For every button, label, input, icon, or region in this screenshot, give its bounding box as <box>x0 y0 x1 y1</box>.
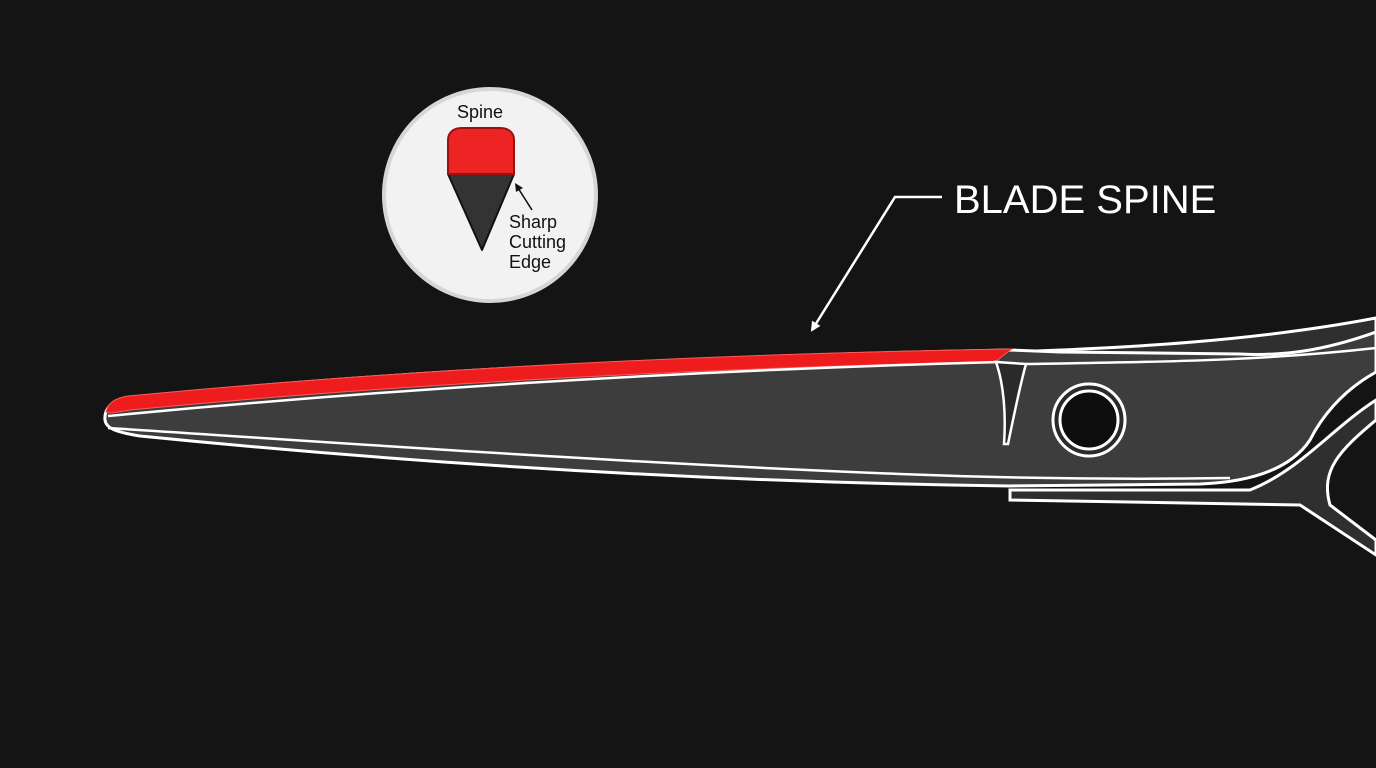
pivot-screw-icon <box>1051 382 1127 458</box>
pointer-arrow-icon <box>810 195 942 332</box>
plate-line <box>1025 346 1376 366</box>
blade-body <box>103 330 1376 488</box>
inset-edge-label-1: Sharp <box>509 212 557 232</box>
edge-arrow-icon <box>515 183 533 211</box>
ricasso-notch <box>994 360 1028 446</box>
inset-edge-label-2: Cutting <box>509 232 566 252</box>
spine-inner-line <box>107 360 1001 418</box>
inset-edge-label-3: Edge <box>509 252 551 272</box>
inset-spine-label: Spine <box>457 102 503 122</box>
cross-section-inset: Spine Sharp Cutting Edge <box>382 87 598 303</box>
callout-label: BLADE SPINE <box>954 178 1216 222</box>
edge-bevel-line <box>107 426 1231 481</box>
spine-highlight <box>105 348 1014 414</box>
cross-section-spine <box>447 127 515 175</box>
